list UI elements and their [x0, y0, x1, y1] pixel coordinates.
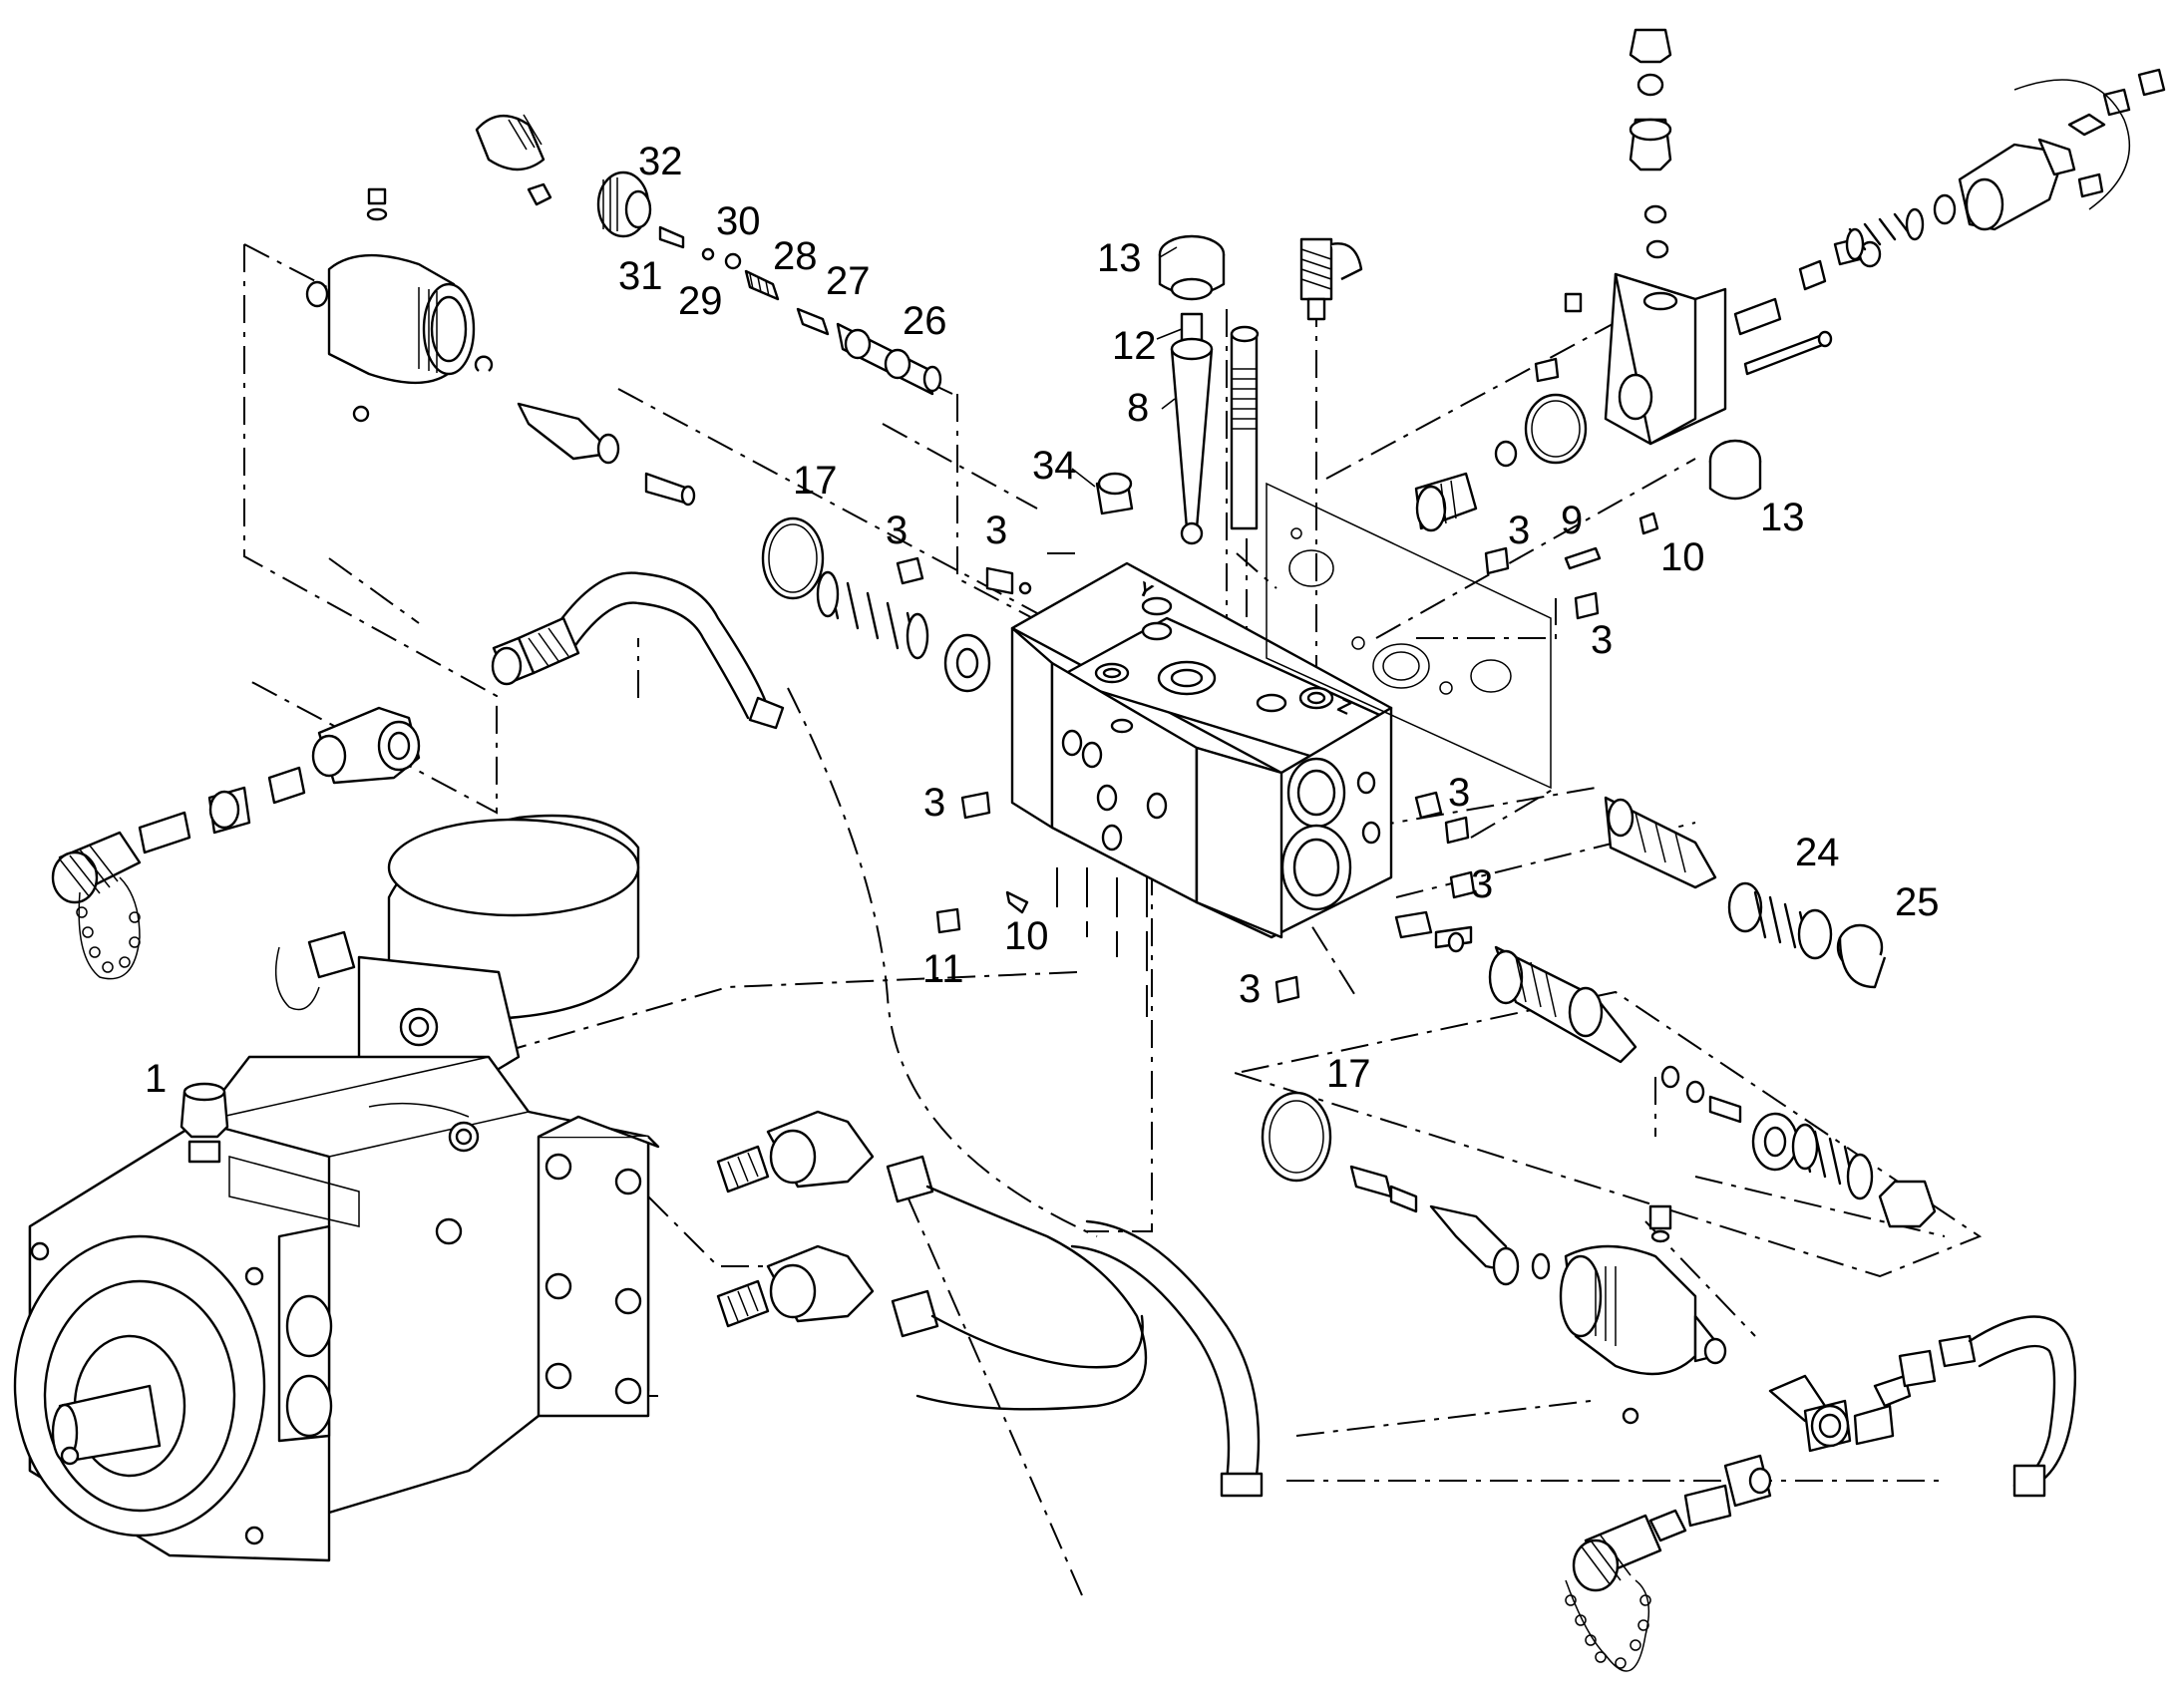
- control-assembly-lower-right: [1261, 1091, 1727, 1425]
- callout-labels: 1 3 3 3 3 3 3 3 3 8 9 10 10 11 12 13 13 …: [145, 140, 1940, 1101]
- leader-lines: [1071, 246, 1183, 488]
- callout-1: 1: [145, 1057, 167, 1101]
- control-assembly-upper-left: [305, 114, 1032, 934]
- fittings-lower-right: [1565, 1315, 2076, 1672]
- callout-11: 11: [922, 947, 964, 991]
- callout-26: 26: [903, 299, 947, 343]
- callout-3: 3: [1591, 618, 1613, 662]
- callout-3: 3: [985, 509, 1007, 552]
- callout-9: 9: [1561, 499, 1583, 542]
- control-assembly-upper-right: [1414, 28, 2166, 532]
- callout-10: 10: [1004, 914, 1049, 958]
- right-top-small-parts: [1274, 439, 1762, 1004]
- callout-3: 3: [1448, 771, 1470, 815]
- fittings-left: [51, 571, 785, 980]
- callout-13: 13: [1760, 496, 1805, 539]
- callout-3: 3: [1471, 862, 1493, 906]
- pump-body: [13, 814, 660, 1562]
- callout-29: 29: [678, 279, 723, 323]
- top-center-parts: [1095, 234, 1363, 545]
- callout-3: 3: [886, 509, 908, 552]
- callout-31: 31: [618, 254, 663, 298]
- callout-17: 17: [793, 459, 838, 503]
- callout-24: 24: [1795, 831, 1840, 874]
- callout-28: 28: [773, 234, 818, 278]
- callout-12: 12: [1112, 324, 1157, 368]
- callout-3: 3: [1508, 509, 1530, 552]
- callout-30: 30: [716, 199, 761, 243]
- callout-3: 3: [1239, 967, 1261, 1011]
- callout-32: 32: [638, 140, 683, 183]
- callout-27: 27: [826, 259, 871, 303]
- spool-assembly-right: [1394, 796, 1937, 1228]
- callout-13: 13: [1097, 236, 1142, 280]
- callout-17: 17: [1326, 1052, 1371, 1096]
- callout-8: 8: [1127, 386, 1149, 430]
- callout-25: 25: [1895, 880, 1940, 924]
- valve-block: Y Z: [1010, 561, 1393, 939]
- fittings-lower-center: [716, 1110, 1264, 1498]
- callout-34: 34: [1032, 444, 1077, 488]
- callout-3: 3: [923, 781, 945, 825]
- gasket-plate: [1266, 482, 1552, 790]
- callout-10: 10: [1660, 535, 1705, 579]
